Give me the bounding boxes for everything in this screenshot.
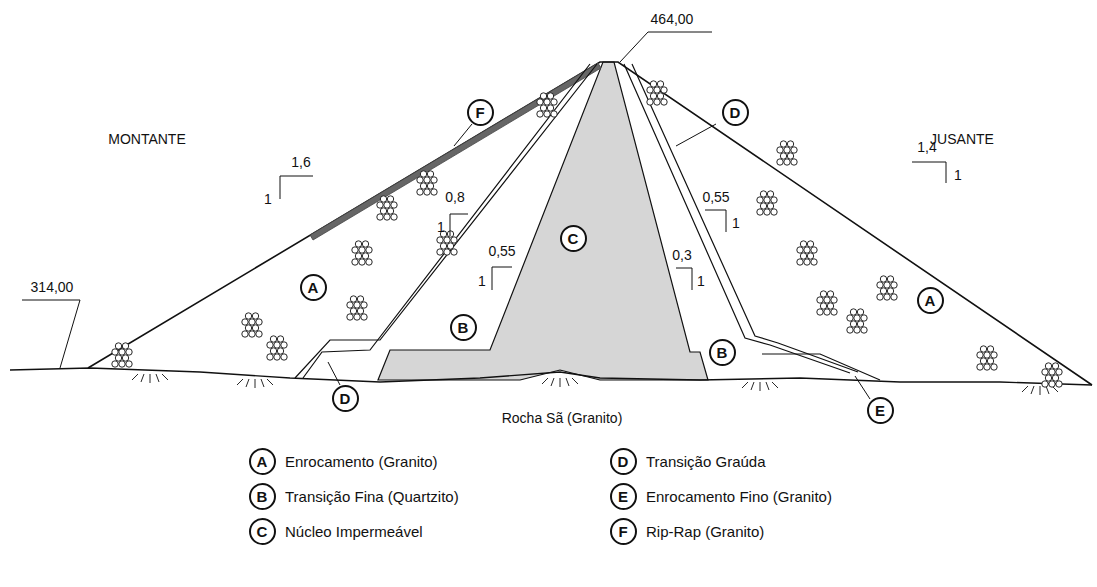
fine-rockfill-line: [762, 354, 880, 380]
callout-letter: F: [475, 105, 484, 120]
callout-circle: A: [917, 287, 944, 314]
slope-ratio: 1,6: [291, 155, 310, 170]
callout-letter: B: [257, 489, 268, 504]
callout-letter: A: [257, 454, 268, 469]
side-label: JUSANTE: [930, 132, 994, 147]
rip-rap-band: [310, 63, 601, 240]
callout-letter: F: [618, 524, 627, 539]
callout-circle: D: [332, 385, 359, 412]
legend-text: Enrocamento Fino (Granito): [646, 488, 832, 505]
legend-circle: B: [249, 483, 276, 510]
slope-bracket: [450, 214, 468, 236]
legend-text: Enrocamento (Granito): [285, 453, 438, 470]
callout-circle: F: [467, 99, 494, 126]
callout-letter: C: [257, 524, 268, 539]
callout-letter: B: [717, 345, 728, 360]
callout-circle: A: [300, 274, 327, 301]
leader-line: [855, 376, 870, 399]
legend-circle: E: [610, 483, 637, 510]
slope-ratio: 0,55: [702, 190, 729, 205]
slope-ratio: 1: [437, 220, 445, 235]
dam-outline: [88, 62, 1092, 385]
legend-text: Transição Graúda: [646, 453, 766, 470]
callout-letter: E: [618, 489, 628, 504]
slope-ratio: 0,8: [445, 190, 464, 205]
slope-ratio: 1,4: [917, 140, 936, 155]
legend-circle: C: [249, 518, 276, 545]
transition-line: [624, 64, 850, 373]
legend-text: Rip-Rap (Granito): [646, 523, 764, 540]
slope-ratio: 1: [697, 274, 705, 289]
callout-letter: B: [458, 320, 469, 335]
callout-circle: E: [867, 397, 894, 424]
slope-ratio: 1: [732, 216, 740, 231]
legend-text: Núcleo Impermeável: [285, 523, 423, 540]
slope-ratio: 0,55: [488, 244, 515, 259]
legend-circle: D: [610, 448, 637, 475]
callout-circle: B: [450, 314, 477, 341]
transition-line: [295, 64, 597, 378]
callout-letter: C: [568, 231, 579, 246]
transition-line: [303, 64, 590, 378]
side-label: MONTANTE: [108, 132, 186, 147]
slope-bracket: [280, 176, 313, 199]
leader-line: [676, 124, 716, 146]
slope-ratio: 1: [954, 168, 962, 183]
leader-line: [454, 124, 472, 146]
legend-circle: A: [249, 448, 276, 475]
slope-bracket: [705, 210, 726, 232]
transition-line: [632, 64, 858, 372]
level-marker: [22, 300, 80, 368]
callout-letter: A: [308, 280, 319, 295]
ground-line: [10, 368, 1092, 385]
callout-circle: C: [560, 225, 587, 252]
slope-bracket: [912, 162, 946, 183]
foundation-label: Rocha Sã (Granito): [502, 411, 623, 426]
callout-letter: E: [875, 403, 885, 418]
legend-text: Transição Fina (Quartzito): [285, 488, 459, 505]
slope-ratio: 1: [478, 274, 486, 289]
legend-circle: F: [610, 518, 637, 545]
elevation-label: 314,00: [31, 280, 74, 295]
callout-circle: D: [722, 99, 749, 126]
callout-letter: D: [340, 391, 351, 406]
callout-letter: D: [730, 105, 741, 120]
callout-letter: D: [618, 454, 629, 469]
slope-bracket: [492, 267, 512, 290]
slope-ratio: 1: [264, 192, 272, 207]
level-marker: [620, 32, 712, 62]
slope-ratio: 0,3: [672, 248, 691, 263]
callout-circle: B: [709, 339, 736, 366]
slope-bracket: [676, 268, 692, 290]
callout-letter: A: [925, 293, 936, 308]
leader-line: [328, 362, 340, 385]
impervious-core: [378, 62, 708, 380]
elevation-label: 464,00: [651, 12, 694, 27]
